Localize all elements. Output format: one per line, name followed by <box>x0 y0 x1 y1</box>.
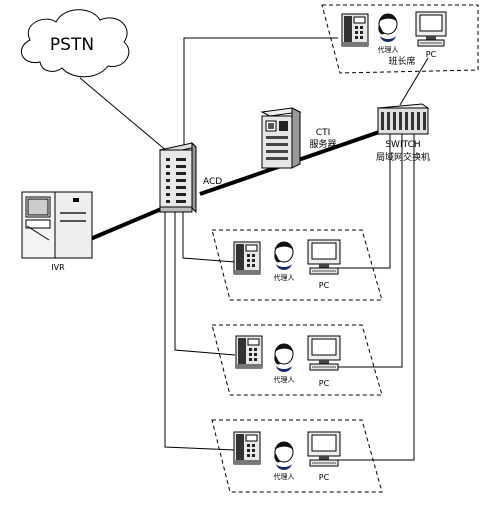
supervisor-pc-icon <box>415 11 447 47</box>
agent-station-3-box <box>211 419 383 493</box>
supervisor-agent-icon <box>378 13 398 42</box>
agent1-person-icon <box>274 241 294 270</box>
agent2-pc-icon <box>307 335 341 371</box>
acd-rack-icon <box>158 141 198 214</box>
cti-label-line1: CTI <box>316 128 330 138</box>
agent1-pc-icon <box>307 239 341 275</box>
acd-label: ACD <box>203 177 222 187</box>
switch-to-agent2-pc-line <box>338 134 403 368</box>
cti-label-line2: 服务器 <box>309 138 336 150</box>
agent3-pc-label: PC <box>319 473 330 482</box>
agent2-phone-icon <box>235 335 263 369</box>
agent-station-1-box <box>211 229 383 301</box>
supervisor-agent-label: 代理人 <box>378 45 399 54</box>
agent1-label: 代理人 <box>274 273 295 282</box>
cti-server-icon <box>260 107 302 169</box>
acd-to-agent3-phone-line <box>164 210 236 451</box>
agent1-phone-icon <box>233 241 261 275</box>
supervisor-station-box <box>321 4 479 74</box>
ivr-label: IVR <box>51 263 65 272</box>
agent-station-2-box <box>211 324 383 396</box>
agent3-phone-icon <box>233 431 261 465</box>
agent3-label: 代理人 <box>274 472 295 481</box>
acd-to-agent1-phone-line <box>182 210 236 263</box>
pstn-to-acd-line <box>79 77 169 153</box>
supervisor-role-label: 班长席 <box>388 55 415 67</box>
ivr-acd-backbone <box>87 205 167 242</box>
switch-to-agent1-pc-line <box>338 134 391 269</box>
switch-to-agent3-pc-line <box>338 134 415 461</box>
switch-label-line1: SWITCH <box>385 140 420 150</box>
agent2-label: 代理人 <box>274 375 295 384</box>
agent2-pc-label: PC <box>319 379 330 388</box>
agent3-pc-icon <box>307 431 341 467</box>
agent2-person-icon <box>274 343 294 372</box>
lan-switch-icon <box>376 103 430 135</box>
supervisor-pc-label: PC <box>426 50 437 59</box>
acd-to-agent2-phone-line <box>174 210 236 356</box>
supervisor-phone-icon <box>341 13 369 47</box>
switch-label-line2: 局域网交换机 <box>376 151 430 163</box>
pstn-cloud: PSTN <box>20 9 130 78</box>
agent1-pc-label: PC <box>319 281 330 290</box>
ivr-server-icon <box>21 191 93 259</box>
acd-to-supervisor-phone-line <box>183 37 338 148</box>
pstn-label: PSTN <box>50 35 94 55</box>
thin-connections <box>79 37 429 461</box>
switch-to-supervisor-pc-line <box>399 57 429 106</box>
agent3-person-icon <box>274 441 294 470</box>
